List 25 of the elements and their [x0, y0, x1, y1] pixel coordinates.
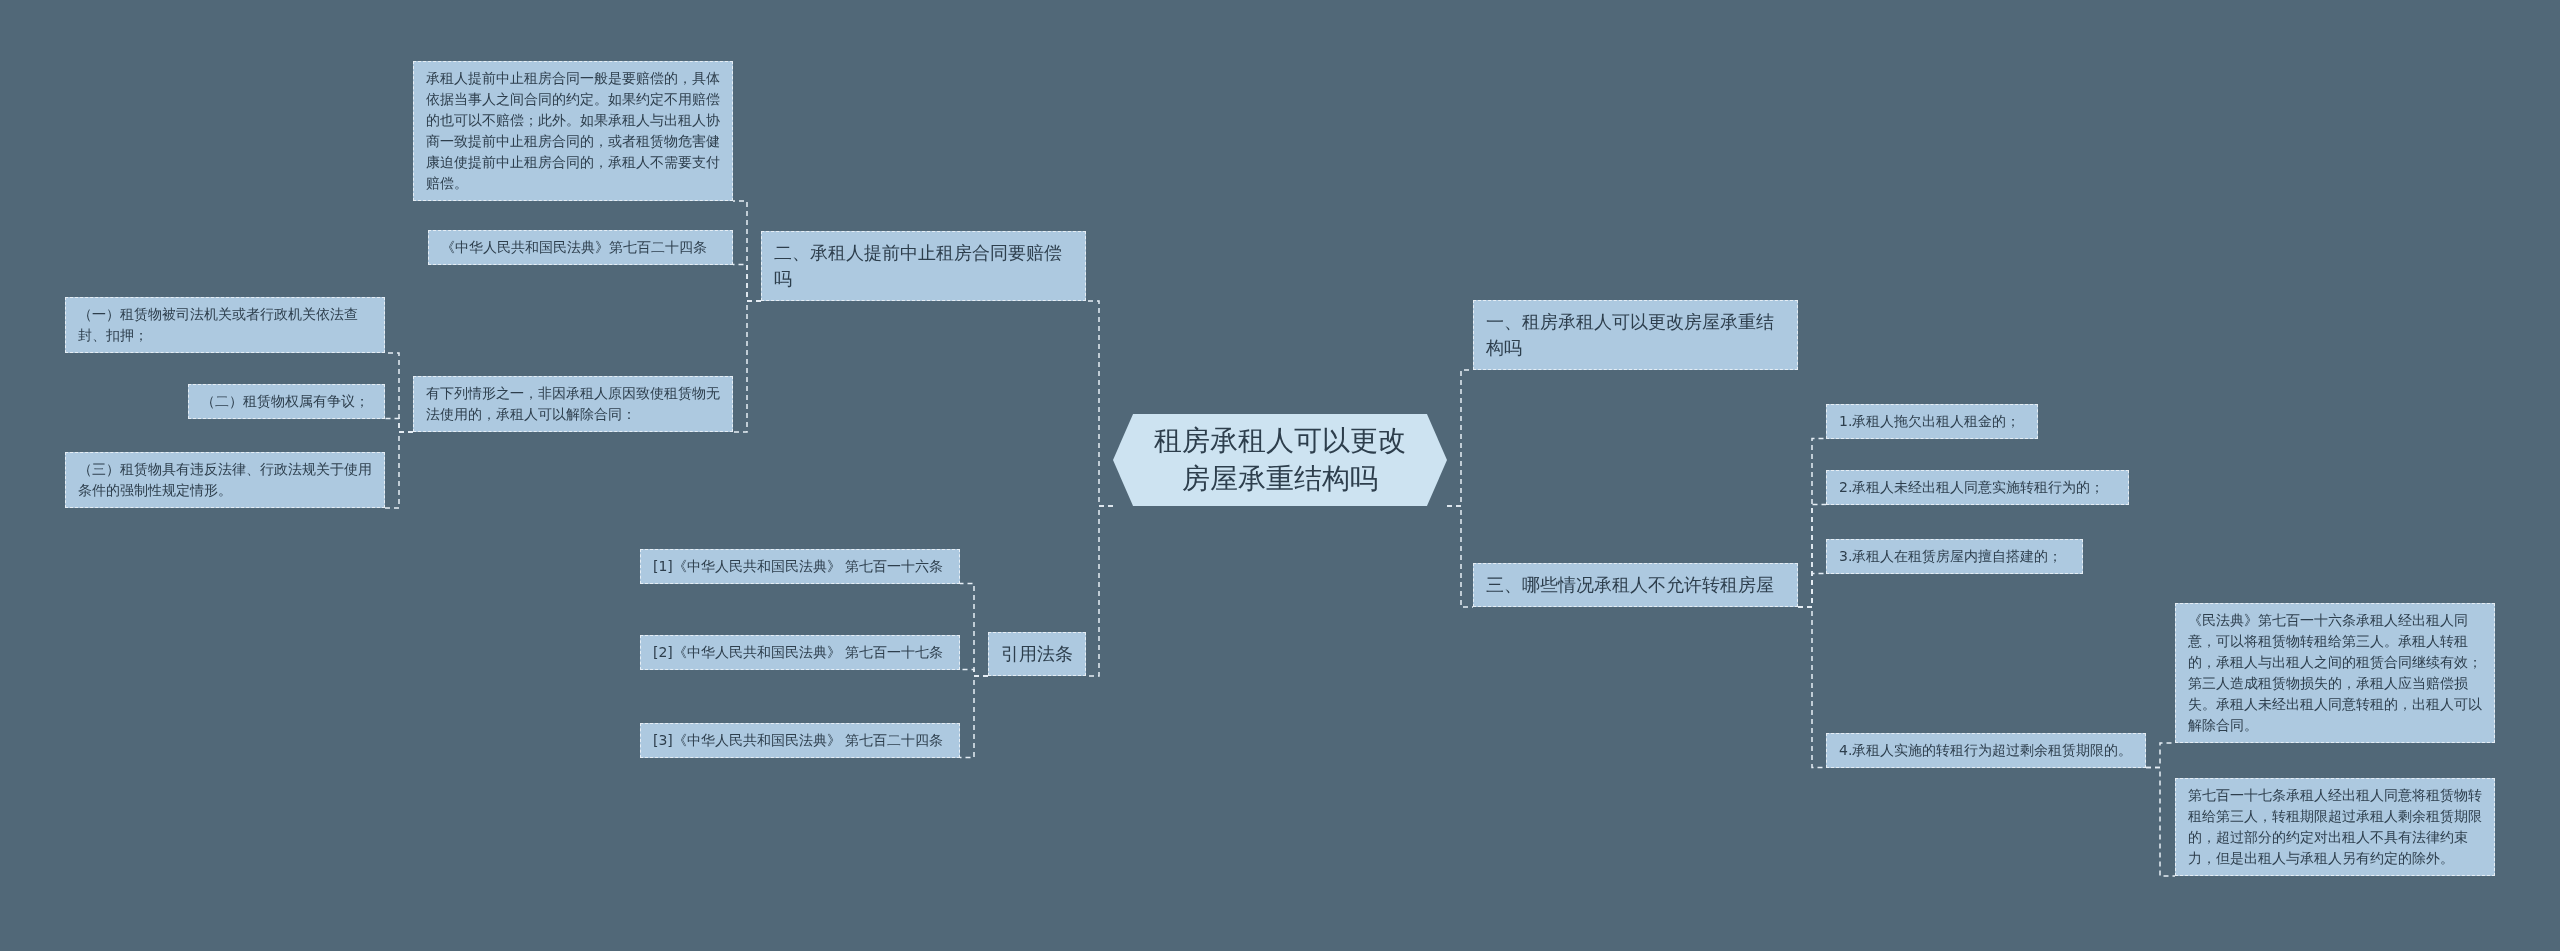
note-box: [3]《中华人民共和国民法典》 第七百二十四条 [640, 722, 960, 758]
note-box: 承租人提前中止租房合同一般是要赔偿的，具体依据当事人之间合同的约定。如果约定不用赔偿的也可以不赔偿；此外。如果承租人与出租人协商一致提前中止租房合同的，或者租赁物危害健康迫使提前中止租房合同的，承租人不需要支付赔偿。 [413, 61, 733, 201]
connector-line [384, 431, 414, 509]
topic-box: 一、租房承租人可以更改房屋承重结构吗 [1473, 300, 1798, 370]
connector-line [959, 675, 989, 759]
note-box: 有下列情形之一，非因承租人原因致使租赁物无法使用的，承租人可以解除合同： [413, 376, 733, 432]
note-box: 2.承租人未经出租人同意实施转租行为的； [1826, 469, 2129, 505]
note-box: 4.承租人实施的转租行为超过剩余租赁期限的。 [1826, 732, 2146, 768]
note-box: 第七百一十七条承租人经出租人同意将租赁物转租给第三人，转租期限超过承租人剩余租赁期限的，超过部分的约定对出租人不具有法律约束力，但是出租人与承租人另有约定的除外。 [2175, 778, 2495, 876]
note-box: [2]《中华人民共和国民法典》 第七百一十七条 [640, 634, 960, 670]
note-box: [1]《中华人民共和国民法典》 第七百一十六条 [640, 548, 960, 584]
connector-line [1446, 505, 1474, 608]
central-topic: 租房承租人可以更改房屋承重结构吗 [1113, 414, 1447, 506]
note-box: 《中华人民共和国民法典》第七百二十四条 [428, 229, 733, 265]
note-box: 1.承租人拖欠出租人租金的； [1826, 403, 2038, 439]
topic-box: 引用法条 [988, 632, 1086, 676]
connector-line [732, 300, 762, 433]
topic-box: 三、哪些情况承租人不允许转租房屋 [1473, 563, 1798, 607]
topic-box: 二、承租人提前中止租房合同要赔偿吗 [761, 231, 1086, 301]
note-box: （三）租赁物具有违反法律、行政法规关于使用条件的强制性规定情形。 [65, 452, 385, 508]
note-box: 3.承租人在租赁房屋内擅自搭建的； [1826, 538, 2083, 574]
note-box: （一）租赁物被司法机关或者行政机关依法查封、扣押； [65, 297, 385, 353]
note-box: （二）租赁物权属有争议； [188, 383, 385, 419]
note-box: 《民法典》第七百一十六条承租人经出租人同意，可以将租赁物转租给第三人。承租人转租的，承租人与出租人之间的租赁合同继续有效；第三人造成租赁物损失的，承租人应当赔偿损失。承租人未经出租人同意转租的，出租人可以解除合同。 [2175, 603, 2495, 743]
connector-line [2145, 766, 2176, 877]
